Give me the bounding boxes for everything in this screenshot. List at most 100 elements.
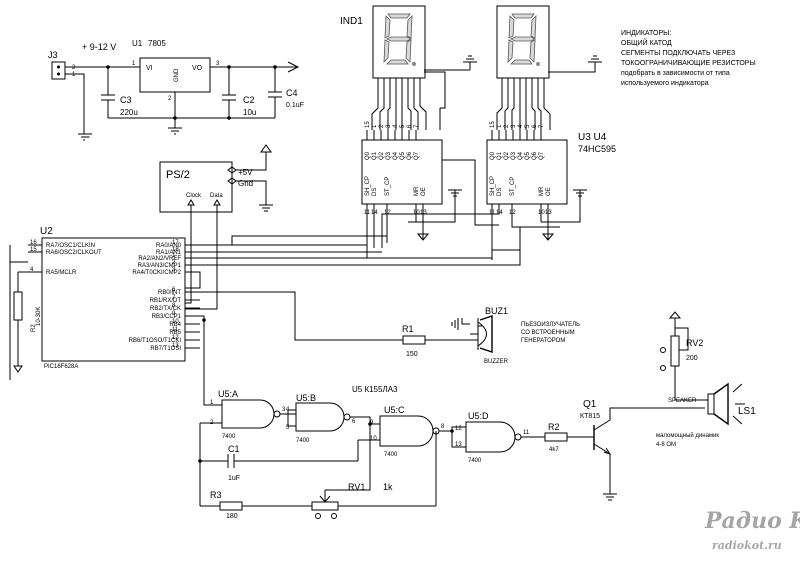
svg-text:СЕГМЕНТЫ ПОДКЛЮЧАТЬ ЧЕРЕЗ: СЕГМЕНТЫ ПОДКЛЮЧАТЬ ЧЕРЕЗ [621,50,735,57]
pin-number: 8 [172,303,176,309]
r2-out-label: R2 [548,422,560,432]
r3-label: R3 [210,490,222,500]
svg-text:U5:D: U5:D [468,411,489,421]
pin-label: RA4/T0CKI/CMP2 [132,270,181,276]
pin-number: 15 [490,121,496,128]
pin-number: 13 [420,210,427,216]
r2-out-resistor [544,432,568,442]
pin-label: SH_CP [490,176,496,196]
svg-text:+5V: +5V [238,168,253,177]
watermark-url: radiokot.ru [712,539,782,552]
notes-block: ИНДИКАТОРЫ: ОБЩИЙ КАТОД СЕГМЕНТЫ ПОДКЛЮЧ… [621,30,756,87]
svg-text:3: 3 [216,61,220,67]
svg-text:BUZZER: BUZZER [484,359,509,365]
pin-label: Q0 [490,151,496,160]
svg-text:2: 2 [72,65,76,71]
pin-label: OE [421,187,427,196]
indicator-2 [496,5,550,79]
r1-label: R1 [402,324,414,334]
svg-text:10u: 10u [243,108,256,117]
svg-text:КТ815: КТ815 [580,413,600,420]
gate-u5c [379,415,434,447]
pin-label: RA3/AN3/CMP1 [138,263,182,269]
svg-text:2: 2 [168,96,172,102]
u1-regulator [139,57,211,93]
pin-label: Q7 [539,151,545,160]
power-supply: J3 + 9-12 V 2 1 U1 7805 VI VO GND 1 3 2 … [48,39,304,141]
pin-label: RA0/AN0 [156,243,182,249]
pin-number: 15 [365,121,371,128]
pin-label: Q1 [497,151,503,160]
ic-type-label: 74HC595 [578,144,616,154]
gate-u5b [295,402,345,432]
pin-number: 10 [538,210,545,216]
pin-label: RA5/MCLR [46,270,77,276]
svg-text:SPEAKER: SPEAKER [668,398,697,404]
buz1-label: BUZ1 [485,306,508,316]
pin-number: 7 [172,295,176,301]
svg-text:1uF: 1uF [228,475,240,482]
ps2-box [159,161,233,213]
pin-label: Q7 [414,151,420,160]
svg-text:маломощный динамик: маломощный динамик [656,432,719,439]
svg-text:R2: R2 [31,324,37,332]
pin-number: 3 [511,124,517,128]
pin-label: RA7/OSC1/CLKIN [46,243,95,249]
pin-label: SH_CP [365,176,371,196]
indicator-1: IND1 [340,5,426,79]
pin-number: 11 [172,327,179,333]
pin-number: 12 [509,210,516,216]
r1-resistor [402,335,426,345]
pin-number: 12 [172,335,179,341]
r3-resistor [219,501,243,511]
u4-chip [486,139,568,205]
watermark-logo: Радио КОТ [704,508,800,534]
speaker-body [707,393,715,415]
rv2-label: RV2 [686,338,703,348]
pin-label: RA1/AN1 [156,250,182,256]
pin-label: Q4 [393,151,399,160]
pin-number: 14 [371,210,378,216]
j3-connector [51,61,66,80]
ps2-connector: PS/2 +5V Gnd Clock Data [159,144,273,310]
svg-text:7400: 7400 [384,452,398,458]
ind1-label: IND1 [340,16,363,27]
pin-number: 11 [489,210,496,216]
pin-number: 2 [379,124,385,128]
svg-text:4k7: 4k7 [549,447,559,453]
gate-u5d [465,421,516,453]
rv1-label: RV1 [348,482,365,492]
pin-number: 4 [518,124,524,128]
svg-text:U5:B: U5:B [296,393,316,403]
pin-label: RB6/T1OSO/T1CKI [129,338,182,344]
svg-text:1: 1 [132,61,136,67]
pin-number: 15 [30,247,37,253]
svg-text:Clock: Clock [186,193,202,199]
svg-text:3: 3 [282,407,286,413]
ps2-title: PS/2 [166,169,190,181]
j3-label: J3 [48,50,58,60]
mcu-part: PIC16F628A [44,364,78,370]
generator-section: U5 К155ЛА3 U5:A 7400 U5:B 7400 U5:C 7400… [198,320,594,520]
pin-number: 1 [372,124,378,128]
pin-label: Q5 [400,151,406,160]
pin-number: 6 [532,124,538,128]
rv2-pot [670,335,680,367]
pin-number: 18 [172,247,179,253]
output-stage: Q1 КТ815 RV2 200 SPEAKER LS1 маломощный … [580,311,756,501]
pin-label: RA2/AN2/VREF [138,256,181,262]
c2-label: C2 [243,95,255,105]
pin-number: 14 [496,210,503,216]
pin-number: 1 [172,253,176,259]
svg-text:8: 8 [441,424,445,430]
svg-text:180: 180 [226,513,238,520]
pin-label: RB1/RX/DT [150,298,182,304]
svg-text:10-30K: 10-30K [36,307,42,326]
pin-label: Q2 [504,151,510,160]
pin-label: DS [372,188,378,196]
svg-text:U5:A: U5:A [218,389,238,399]
